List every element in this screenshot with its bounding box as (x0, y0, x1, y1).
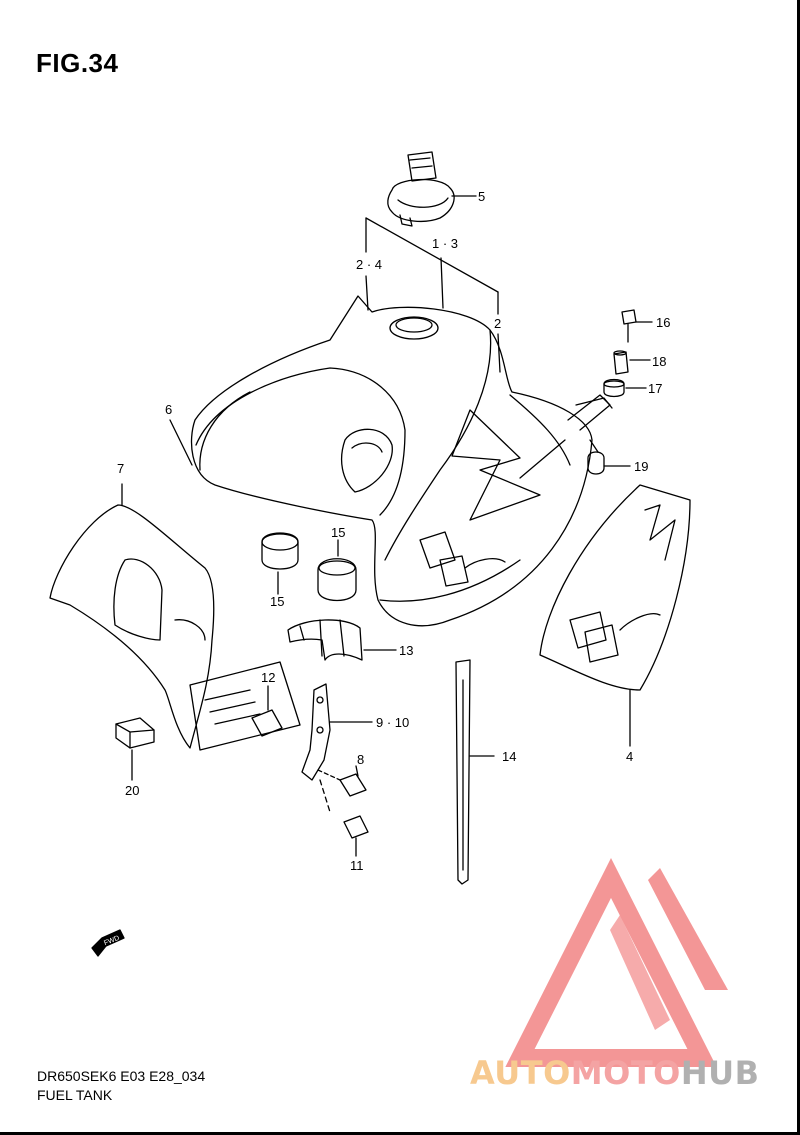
callout-2-4: 2 · 4 (356, 257, 382, 272)
plug-part-15b (317, 539, 357, 602)
callout-16: 16 (656, 315, 670, 330)
strap-part-14 (455, 659, 495, 885)
pad-part-12 (251, 685, 283, 737)
collar-part-18 (613, 350, 651, 375)
leader-lines-top (365, 217, 501, 373)
callout-12: 12 (261, 670, 275, 685)
callout-2: 2 (494, 316, 501, 331)
cushion-part-13 (287, 619, 397, 661)
bolt-part-11 (343, 815, 369, 857)
plug-part-15a (261, 532, 299, 595)
callout-20: 20 (125, 783, 139, 798)
watermark-logo (505, 858, 728, 1067)
callout-9-10: 9 · 10 (376, 715, 409, 730)
side-cover-part-4 (539, 484, 691, 747)
cushion-part-17 (575, 378, 647, 409)
side-panel-part-7 (49, 483, 301, 751)
watermark-brand: AUTOMOTOHUB (470, 1054, 760, 1092)
callout-labels: 5 1 · 3 2 · 4 2 16 18 17 19 6 7 15 15 13… (103, 189, 670, 947)
cushion-part-20 (115, 717, 155, 781)
forward-arrow-icon (91, 929, 125, 957)
grommet-part-19 (587, 439, 631, 475)
callout-11: 11 (350, 858, 364, 873)
model-code: DR650SEK6 E03 E28_034 (37, 1068, 206, 1084)
brand-part-moto: MOTO (570, 1054, 681, 1092)
callout-4: 4 (626, 749, 633, 764)
callout-6: 6 (165, 402, 172, 417)
callout-15a: 15 (270, 594, 284, 609)
callout-18: 18 (652, 354, 666, 369)
callout-1-3: 1 · 3 (432, 236, 458, 251)
callout-8: 8 (357, 752, 364, 767)
brand-part-auto: AUTO (470, 1054, 571, 1092)
bracket-part-9-10 (301, 683, 373, 813)
bolt-part-8 (317, 765, 367, 797)
figure-title: FIG.34 (36, 48, 119, 78)
callout-19: 19 (634, 459, 648, 474)
fuel-cap-part-5 (387, 151, 477, 227)
callout-15b: 15 (331, 525, 345, 540)
leader-part-6 (169, 419, 193, 466)
callout-5: 5 (478, 189, 485, 204)
fuel-tank-part-1 (190, 295, 611, 627)
callout-13: 13 (399, 643, 413, 658)
brand-part-hub: HUB (680, 1054, 760, 1092)
callout-17: 17 (648, 381, 662, 396)
callout-14: 14 (502, 749, 516, 764)
section-name: FUEL TANK (37, 1087, 113, 1103)
bolt-part-16 (621, 309, 653, 343)
callout-7: 7 (117, 461, 124, 476)
